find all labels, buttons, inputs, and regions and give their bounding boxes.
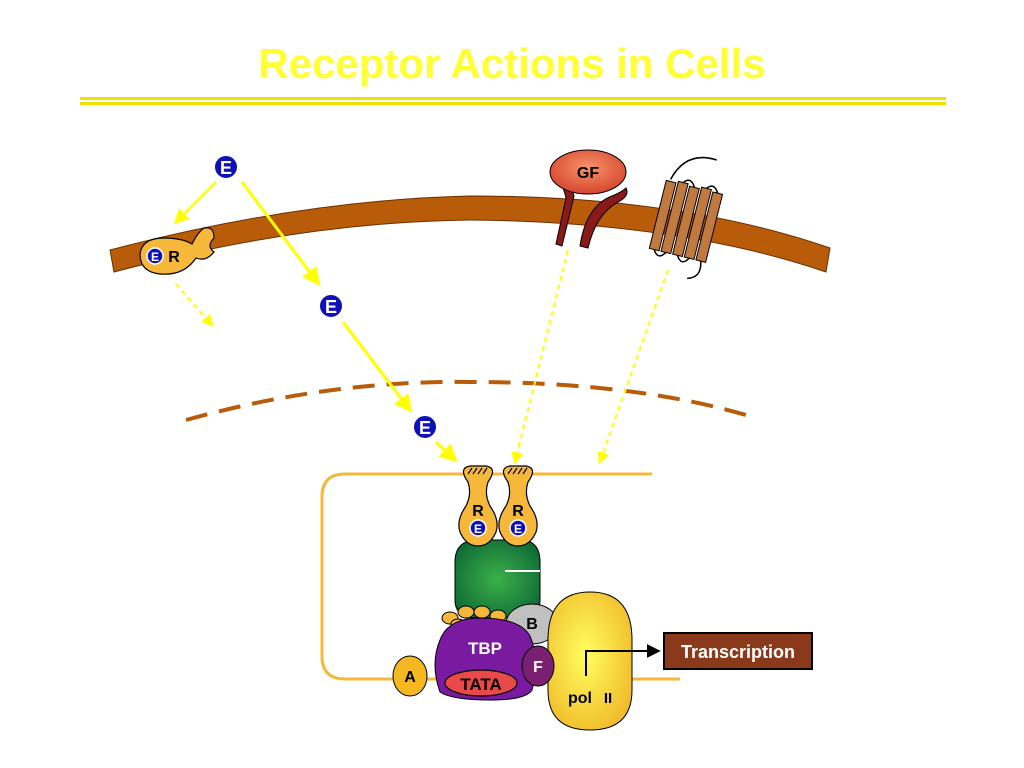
svg-text:GF: GF	[577, 165, 599, 182]
signal-arrows	[173, 181, 669, 465]
svg-text:R: R	[168, 249, 180, 266]
nuclear-receptor-right: R E	[498, 465, 538, 547]
nuclear-receptor-left: R E	[458, 465, 498, 547]
tbp-complex: TBP TATA	[434, 617, 536, 701]
transcription-box: Transcription	[663, 632, 813, 670]
svg-text:pol: pol	[568, 690, 592, 707]
plasma-membrane	[109, 195, 831, 273]
title-underline	[80, 97, 946, 105]
svg-text:E: E	[220, 158, 232, 178]
estrogen-molecule-2: E	[318, 293, 344, 319]
svg-text:II: II	[604, 690, 612, 707]
svg-text:R: R	[512, 503, 524, 520]
estrogen-molecule-1: E	[213, 154, 239, 180]
dna-bracket	[320, 472, 680, 681]
slide-title: Receptor Actions in Cells	[258, 40, 766, 87]
svg-text:E: E	[474, 522, 482, 536]
nuclear-envelope	[185, 379, 757, 422]
factor-f: F	[521, 645, 555, 687]
svg-text:R: R	[472, 503, 484, 520]
svg-text:Transcription: Transcription	[681, 642, 795, 662]
estrogen-molecule-3: E	[412, 414, 438, 440]
svg-text:TATA: TATA	[460, 675, 502, 694]
gpcr-receptor	[648, 156, 724, 280]
svg-text:E: E	[151, 250, 159, 264]
transcription-start-arrow	[585, 644, 661, 676]
svg-text:E: E	[419, 418, 431, 438]
svg-text:B: B	[526, 616, 538, 633]
svg-text:TBP: TBP	[468, 639, 502, 658]
svg-text:E: E	[514, 522, 522, 536]
svg-text:F: F	[533, 659, 543, 676]
svg-text:A: A	[404, 669, 416, 686]
svg-text:E: E	[325, 297, 337, 317]
membrane-receptor: E R	[139, 227, 215, 275]
factor-a: A	[392, 655, 428, 697]
growth-factor-receptor: GF	[549, 149, 628, 249]
rna-polymerase-ii: pol II	[547, 591, 633, 731]
